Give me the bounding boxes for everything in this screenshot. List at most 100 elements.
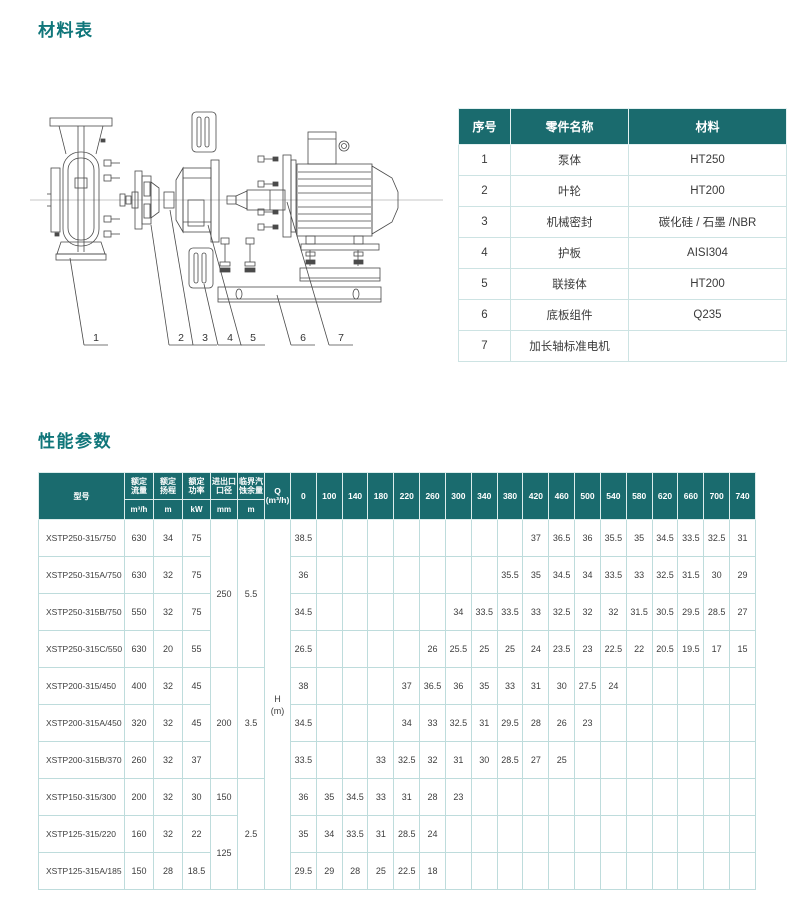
cell-h-value: 35 [315, 778, 343, 816]
cell-model: XSTP250-315B/750 [38, 593, 125, 631]
cell-h-value: 30 [703, 556, 731, 594]
cell-h-value [496, 852, 524, 890]
cell-h-value [470, 556, 498, 594]
cell-h-value [677, 667, 705, 705]
cell-h-value: 28.5 [496, 741, 524, 779]
cell-diameter: 125 [210, 815, 238, 890]
materials-cell-no: 3 [458, 206, 511, 238]
cell-head: 20 [153, 630, 183, 668]
cell-h-value: 35.5 [496, 556, 524, 594]
cell-h-value [341, 741, 369, 779]
cell-h-value [599, 778, 627, 816]
cell-h-value: 34.5 [290, 704, 317, 742]
performance-section-title: 性能参数 [38, 432, 112, 451]
cell-h-value [444, 815, 472, 853]
cell-h-value [625, 815, 653, 853]
cell-h-value: 33.5 [677, 519, 705, 557]
cell-h-value [341, 704, 369, 742]
cell-h-value: 31.5 [625, 593, 653, 631]
cell-h-value [625, 704, 653, 742]
cell-h-value: 33.5 [599, 556, 627, 594]
cell-h-value: 35.5 [599, 519, 627, 557]
cell-h-value: 32.5 [703, 519, 731, 557]
col-header-unit: m [153, 499, 183, 520]
materials-col-header: 材料 [628, 108, 787, 145]
cell-h-value [444, 519, 472, 557]
cell-h-value: 31 [444, 741, 472, 779]
cell-h-value [470, 519, 498, 557]
part-number-label: 4 [227, 332, 233, 344]
cell-power: 75 [182, 519, 211, 557]
cell-head: 32 [153, 778, 183, 816]
materials-cell-material: HT200 [628, 175, 787, 207]
col-header-flow-point: 220 [393, 472, 421, 520]
cell-head: 34 [153, 519, 183, 557]
leader-line [203, 283, 219, 346]
cell-h-value [729, 778, 756, 816]
cell-h-value [341, 667, 369, 705]
leader-line [286, 201, 330, 346]
cell-h-value: 24 [522, 630, 550, 668]
cell-head: 28 [153, 852, 183, 890]
cell-h-value: 37 [393, 667, 421, 705]
materials-cell-part: 泵体 [510, 144, 629, 176]
cell-h-value [574, 815, 601, 853]
cell-h-value [367, 704, 395, 742]
cell-h-value: 20.5 [651, 630, 679, 668]
materials-cell-no: 4 [458, 237, 511, 269]
cell-npsh: 3.5 [237, 667, 265, 779]
cell-h-value: 33 [522, 593, 550, 631]
materials-cell-no: 2 [458, 175, 511, 207]
cell-h-value [574, 852, 601, 890]
materials-table-header: 序号零件名称材料 [458, 108, 787, 145]
cell-power: 22 [182, 815, 211, 853]
part-number-label: 5 [250, 332, 256, 344]
col-header-flow-point: 740 [729, 472, 756, 520]
cell-h-value [315, 593, 343, 631]
cell-h-value: 32 [599, 593, 627, 631]
cell-h-value [703, 741, 731, 779]
cell-h-value [703, 704, 731, 742]
cell-h-value [341, 593, 369, 631]
cell-h-value [677, 815, 705, 853]
cell-h-value: 27 [522, 741, 550, 779]
col-header-flow-point: 500 [574, 472, 601, 520]
cell-h-value [496, 815, 524, 853]
materials-col-header: 零件名称 [510, 108, 629, 145]
cell-h-value: 27.5 [574, 667, 601, 705]
cell-h-value [496, 778, 524, 816]
cell-flow: 200 [124, 778, 154, 816]
cell-flow: 320 [124, 704, 154, 742]
cell-diameter: 150 [210, 778, 238, 816]
cell-h-value: 25.5 [444, 630, 472, 668]
cell-h-value [315, 630, 343, 668]
cell-model: XSTP200-315B/370 [38, 741, 125, 779]
leader-line [207, 224, 242, 346]
cell-h-value: 31 [522, 667, 550, 705]
cell-h-value [651, 741, 679, 779]
cell-h-value: 29 [315, 852, 343, 890]
materials-cell-part: 加长轴标准电机 [510, 330, 629, 362]
cell-diameter: 250 [210, 519, 238, 668]
materials-cell-no: 7 [458, 330, 511, 362]
cell-h-value: 33 [367, 741, 395, 779]
materials-cell-material: HT200 [628, 268, 787, 300]
cell-h-value [522, 815, 550, 853]
cell-h-value: 37 [522, 519, 550, 557]
cell-h-value: 18 [419, 852, 446, 890]
cell-h-value: 32 [574, 593, 601, 631]
cell-h-value [341, 519, 369, 557]
col-header-unit: kW [182, 499, 211, 520]
cell-h-value: 25 [470, 630, 498, 668]
cell-model: XSTP200-315/450 [38, 667, 125, 705]
col-header-spec: 额定扬程 [153, 472, 183, 500]
cell-h-value: 26 [419, 630, 446, 668]
